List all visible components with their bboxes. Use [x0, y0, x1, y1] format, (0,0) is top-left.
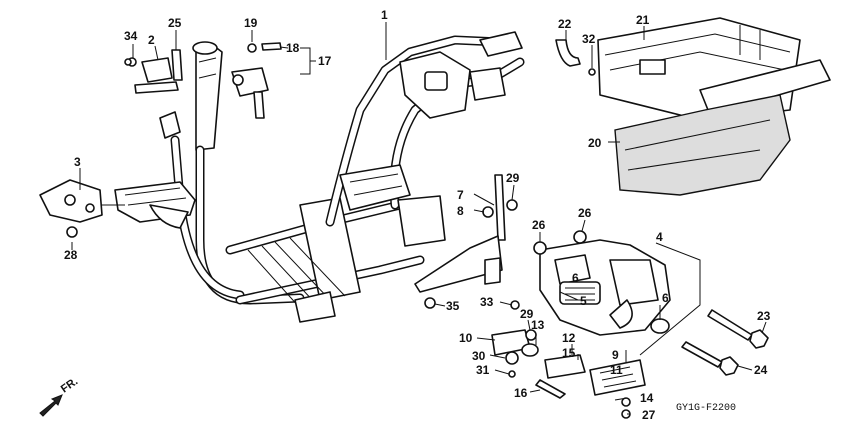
- callout-30: 30: [472, 349, 486, 363]
- callout-20: 20: [588, 136, 602, 150]
- callout-16: 16: [514, 386, 528, 400]
- callout-27: 27: [642, 408, 656, 422]
- part-3-bracket: [39, 179, 125, 223]
- callout-1: 1: [381, 8, 388, 22]
- callout-32: 32: [582, 32, 596, 46]
- rear-inner-fender-21: [597, 17, 831, 121]
- callout-19: 19: [244, 16, 258, 30]
- callout-29a: 29: [506, 171, 520, 185]
- callout-8: 8: [457, 204, 464, 218]
- callout-24: 24: [754, 363, 768, 377]
- callout-5: 5: [580, 294, 587, 308]
- callout-35: 35: [446, 299, 460, 313]
- callout-12: 12: [562, 331, 576, 345]
- callout-14: 14: [640, 391, 654, 405]
- steering-stem-parts: [127, 49, 183, 139]
- callout-3: 3: [74, 155, 81, 169]
- callout-4: 4: [656, 230, 663, 244]
- front-footrest-bracket: [114, 181, 196, 229]
- callout-34: 34: [124, 29, 138, 43]
- callouts: 1 2 3 4 5 6 6 7 8 9 10 11 12 13 14 15 16…: [64, 8, 771, 422]
- callout-22: 22: [558, 17, 572, 31]
- callout-28: 28: [64, 248, 78, 262]
- tube-22: [555, 39, 596, 76]
- callout-18: 18: [286, 41, 300, 55]
- callout-11: 11: [610, 363, 623, 377]
- small-bushings: [66, 58, 587, 310]
- callout-15: 15: [562, 346, 576, 360]
- callout-26b: 26: [578, 206, 592, 220]
- callout-6a: 6: [572, 271, 579, 285]
- direction-label: FR.: [59, 375, 80, 395]
- side-stand-bracket: [414, 174, 518, 293]
- sub-parts-10-16: [491, 329, 646, 419]
- front-direction-arrow: FR.: [39, 375, 80, 417]
- bolts-23-24: [681, 309, 769, 376]
- callout-33: 33: [480, 295, 494, 309]
- callout-17: 17: [318, 54, 332, 68]
- callout-9: 9: [612, 348, 619, 362]
- leader-lines: [71, 22, 767, 415]
- main-stand-4: [539, 239, 671, 336]
- callout-6b: 6: [662, 291, 669, 305]
- switch-parts: [231, 42, 282, 119]
- callout-23: 23: [757, 309, 771, 323]
- callout-7: 7: [457, 188, 464, 202]
- callout-13: 13: [531, 318, 545, 332]
- mud-guard-20: [614, 94, 791, 196]
- callout-2: 2: [148, 33, 155, 47]
- callout-10: 10: [459, 331, 473, 345]
- callout-21: 21: [636, 13, 650, 27]
- callout-29b: 29: [520, 307, 534, 321]
- callout-31: 31: [476, 363, 490, 377]
- frame-body: [170, 31, 525, 323]
- callout-25: 25: [168, 16, 182, 30]
- callout-26a: 26: [532, 218, 546, 232]
- diagram-code: GY1G-F2200: [676, 403, 736, 414]
